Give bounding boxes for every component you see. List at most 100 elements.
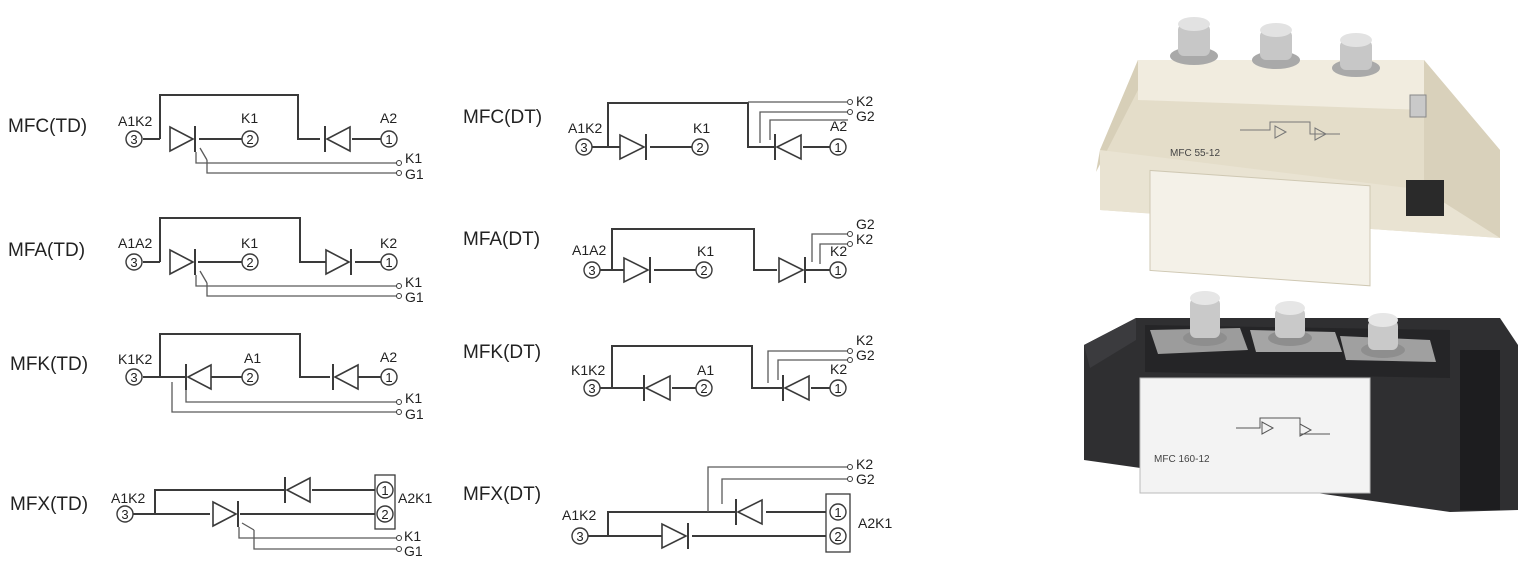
thyristor-symbol: [775, 133, 802, 161]
module-title: MFK(TD): [10, 354, 88, 375]
terminal-1: [829, 379, 847, 397]
thyristor-symbol: [783, 374, 810, 402]
terminal-label-left: A1K2: [568, 120, 602, 136]
terminal-number: 1: [834, 263, 841, 278]
screw-icon: [1268, 301, 1312, 346]
terminal-number: 2: [381, 507, 388, 522]
terminal-label-mid: K1: [241, 110, 258, 126]
terminal-label-right: A2K1: [858, 515, 892, 531]
terminal-label-left: A1K2: [111, 490, 145, 506]
module-mfx-td: MFX(TD) A1K2 A2K1 K1 G1 3 1 2: [10, 474, 432, 559]
aux-label-g: G1: [405, 289, 424, 305]
screw-icon: [1252, 23, 1300, 69]
terminal-label-left: K1K2: [571, 362, 605, 378]
terminal-label-left: A1A2: [572, 242, 606, 258]
terminal-label-mid: K1: [697, 243, 714, 259]
diode-symbol: [325, 248, 351, 276]
terminal-number: 1: [381, 483, 388, 498]
thyristor-symbol: [186, 363, 212, 391]
terminal-number: 1: [834, 140, 841, 155]
aux-label-top: G2: [856, 216, 875, 232]
terminal-2: [691, 138, 709, 156]
terminal-2: [241, 130, 259, 148]
product-label-black: MFC 160-12: [1154, 454, 1210, 465]
diode-symbol: [619, 133, 646, 161]
terminal-2: [695, 379, 713, 397]
screw-icon: [1170, 17, 1218, 65]
terminal-number: 3: [130, 132, 137, 147]
terminal-label-mid: K1: [693, 120, 710, 136]
aux-label-k: K1: [404, 528, 421, 544]
module-title: MFC(TD): [8, 116, 87, 137]
terminal-label-left: A1A2: [118, 235, 152, 251]
terminal-label-right: A2: [830, 118, 847, 134]
terminal-number: 3: [576, 529, 583, 544]
diode-symbol: [325, 125, 351, 153]
aux-label-top: K2: [856, 93, 873, 109]
module-title: MFA(DT): [463, 229, 540, 250]
terminal-number: 2: [246, 370, 253, 385]
terminal-label-mid: A1: [244, 350, 261, 366]
module-mfx-dt: MFX(DT) A1K2 A2K1 K2 G2 3 1 2: [463, 456, 892, 553]
diode-symbol: [623, 256, 650, 284]
terminal-label-right: K2: [830, 243, 847, 259]
aux-label-k: K1: [405, 390, 422, 406]
terminal-3: [575, 138, 593, 156]
aux-label-g: G1: [405, 166, 424, 182]
aux-label-g: G2: [856, 347, 875, 363]
terminal-3: [583, 261, 601, 279]
terminal-number: 1: [385, 255, 392, 270]
terminal-3: [571, 527, 589, 545]
terminal-2: [376, 505, 394, 523]
terminal-1: [376, 481, 394, 499]
terminal-3: [583, 379, 601, 397]
screw-icon: [1332, 33, 1380, 77]
terminal-number: 2: [700, 381, 707, 396]
product-photo-white-module: MFC 55-12: [1096, 17, 1500, 287]
terminal-number: 1: [385, 370, 392, 385]
terminal-2: [241, 253, 259, 271]
aux-label-k: K1: [405, 274, 422, 290]
module-mfa-td: MFA(TD) A1A2 K1 K2 K1 G1 3 2 1: [8, 217, 424, 305]
module-mfc-td: MFC(TD) A1K2 K1 A2 K1 G1 3 2 1: [8, 94, 424, 182]
terminal-label-right: K2: [380, 235, 397, 251]
terminal-number: 3: [121, 507, 128, 522]
thyristor-symbol: [778, 256, 805, 284]
aux-label-top: K2: [856, 456, 873, 472]
terminal-label-right: A2K1: [398, 490, 432, 506]
terminal-label-right: A2: [380, 349, 397, 365]
terminal-label-mid: K1: [241, 235, 258, 251]
brand-sticker: [1406, 180, 1444, 216]
screw-icon: [1183, 291, 1227, 346]
terminal-number: 3: [130, 370, 137, 385]
terminal-number: 1: [385, 132, 392, 147]
terminal-number: 2: [246, 132, 253, 147]
terminal-2: [695, 261, 713, 279]
terminal-1: [380, 253, 398, 271]
terminal-label-right: A2: [380, 110, 397, 126]
aux-label-top: K2: [856, 332, 873, 348]
terminal-2: [829, 527, 847, 545]
aux-label-g: G1: [405, 406, 424, 422]
terminal-number: 3: [580, 140, 587, 155]
thyristor-symbol: [169, 248, 195, 276]
thyristor-symbol: [736, 498, 763, 526]
aux-label-g: G2: [856, 108, 875, 124]
terminal-label-mid: A1: [697, 362, 714, 378]
terminal-3: [116, 505, 134, 523]
terminal-3: [125, 253, 143, 271]
terminal-label-right: K2: [830, 361, 847, 377]
module-title: MFX(TD): [10, 494, 88, 515]
diode-symbol: [333, 363, 359, 391]
terminal-1: [380, 130, 398, 148]
terminal-number: 2: [834, 529, 841, 544]
terminal-1: [829, 138, 847, 156]
terminal-1: [829, 261, 847, 279]
product-label-white: MFC 55-12: [1170, 148, 1220, 159]
terminal-number: 3: [588, 381, 595, 396]
module-mfk-dt: MFK(DT) K1K2 A1 K2 K2 G2 3 2 1: [463, 332, 875, 402]
diode-symbol: [285, 476, 311, 504]
terminal-3: [125, 130, 143, 148]
module-title: MFC(DT): [463, 107, 542, 128]
